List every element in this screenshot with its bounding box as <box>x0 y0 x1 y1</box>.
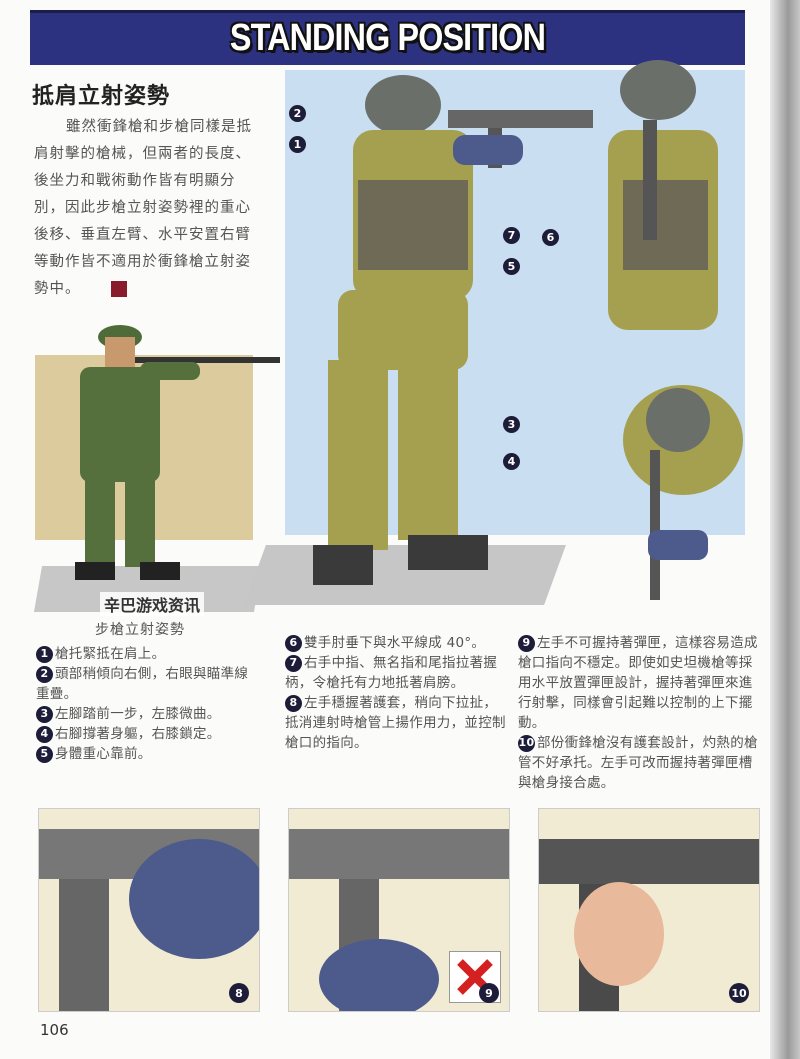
book-binding <box>770 0 800 1059</box>
callout-7: 7 <box>503 225 522 244</box>
page-number: 106 <box>40 1021 69 1039</box>
intro-paragraph: 雖然衝鋒槍和步槍同樣是抵肩射擊的槍械，但兩者的長度、後坐力和戰術動作皆有明顯分別… <box>34 119 252 297</box>
grip-panel-10: 10 <box>538 808 760 1012</box>
callout-6: 6 <box>542 227 561 246</box>
callout-4: 4 <box>503 451 522 470</box>
smg-soldier-illustration <box>313 60 743 600</box>
rifle-caption: 步槍立射姿勢 <box>95 622 185 638</box>
rifle-soldier-illustration <box>75 325 280 580</box>
callout-5: 5 <box>503 256 522 275</box>
end-mark-icon <box>110 281 127 297</box>
callout-2: 2 <box>289 103 308 122</box>
callout-1: 1 <box>289 134 308 153</box>
callout-3: 3 <box>503 414 522 433</box>
grip-panel-9: 9 <box>288 808 510 1012</box>
grip-panel-8: 8 <box>38 808 260 1012</box>
page-title: STANDING POSITION <box>229 17 546 59</box>
header-bar: STANDING POSITION <box>30 10 745 65</box>
watermark: 辛巴游戏资讯 <box>100 592 205 616</box>
section-title: 抵肩立射姿勢 <box>32 84 171 109</box>
intro-block: 雖然衝鋒槍和步槍同樣是抵肩射擊的槍械，但兩者的長度、後坐力和戰術動作皆有明顯分別… <box>34 114 254 303</box>
